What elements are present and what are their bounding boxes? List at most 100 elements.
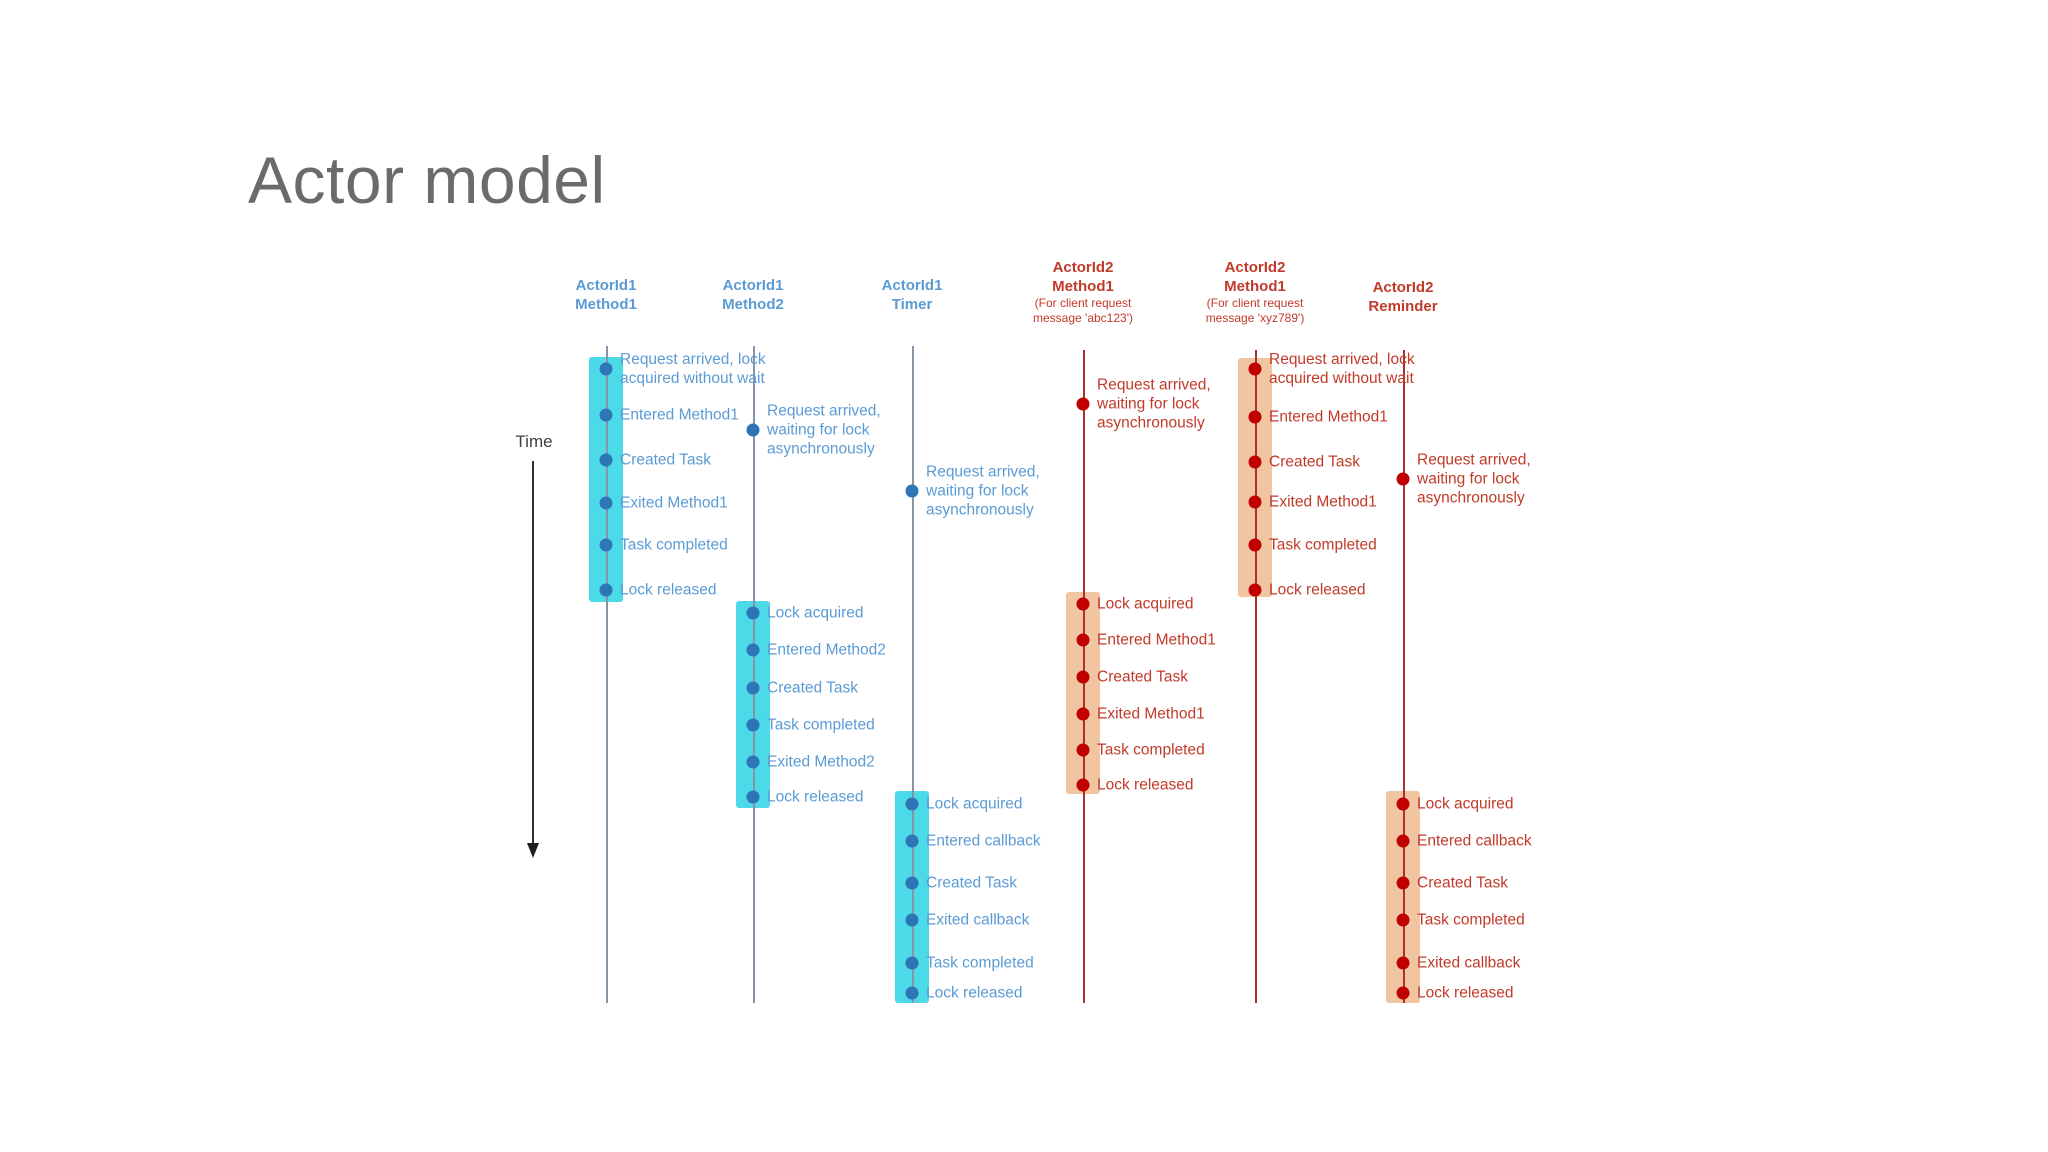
lifeline-actorid1-method1 (606, 346, 608, 1003)
event-dot (1248, 495, 1262, 509)
event-dot (1248, 455, 1262, 469)
lane-subtitle: message 'abc123') (1033, 311, 1133, 325)
event-dot (599, 362, 613, 376)
event-label: Entered callback (1417, 832, 1532, 850)
event-label: Task completed (1097, 741, 1205, 759)
event-label: Exited callback (1417, 954, 1521, 972)
page-title: Actor model (248, 143, 606, 217)
event-dot (1396, 986, 1410, 1000)
event-dot (599, 538, 613, 552)
lifeline-actorid1-timer (912, 346, 914, 1003)
lane-title: Method1 (1052, 278, 1114, 295)
event-dot (599, 408, 613, 422)
event-label: Exited Method2 (767, 753, 875, 771)
lane-subtitle: (For client request (1034, 296, 1132, 310)
event-label: Task completed (926, 954, 1034, 972)
lane-title: ActorId2 (1372, 279, 1434, 296)
event-dot (905, 956, 919, 970)
lifeline-actorid1-method2 (753, 346, 755, 1003)
event-label: Request arrived, waiting for lock asynch… (1097, 376, 1211, 432)
event-dot (905, 484, 919, 498)
event-dot (746, 606, 760, 620)
event-dot (1248, 538, 1262, 552)
time-axis-line (532, 461, 534, 845)
event-label: Created Task (926, 874, 1018, 892)
event-dot (1396, 876, 1410, 890)
event-dot (746, 681, 760, 695)
event-dot (1248, 410, 1262, 424)
event-dot (905, 876, 919, 890)
event-label: Created Task (767, 679, 859, 697)
event-dot (1396, 472, 1410, 486)
event-label: Entered Method1 (1269, 408, 1388, 426)
event-label: Task completed (620, 536, 728, 554)
event-label: Created Task (620, 451, 712, 469)
lane-title: Reminder (1368, 298, 1438, 315)
lane-title: ActorId1 (575, 277, 637, 294)
lane-subtitle: message 'xyz789') (1205, 311, 1305, 325)
event-label: Created Task (1417, 874, 1509, 892)
lane-title: ActorId2 (1224, 259, 1286, 276)
event-label: Lock acquired (1417, 795, 1514, 813)
event-label: Lock released (1417, 984, 1514, 1002)
event-label: Entered callback (926, 832, 1041, 850)
event-label: Lock released (620, 581, 717, 599)
event-dot (1076, 707, 1090, 721)
event-label: Exited Method1 (1269, 493, 1377, 511)
event-label: Exited Method1 (1097, 705, 1205, 723)
lane-title: ActorId1 (722, 277, 784, 294)
event-dot (1396, 834, 1410, 848)
event-label: Created Task (1097, 668, 1189, 686)
event-dot (1248, 583, 1262, 597)
event-dot (1076, 670, 1090, 684)
lane-title: Method1 (575, 296, 637, 313)
event-label: Task completed (767, 716, 875, 734)
down-arrow-icon (526, 843, 539, 858)
event-label: Lock acquired (926, 795, 1023, 813)
event-dot (1396, 797, 1410, 811)
event-label: Lock acquired (767, 604, 864, 622)
event-dot (1076, 397, 1090, 411)
lifeline-actorid2-method1-xyz789 (1255, 350, 1257, 1003)
event-dot (599, 583, 613, 597)
event-label: Task completed (1269, 536, 1377, 554)
event-label: Task completed (1417, 911, 1525, 929)
event-dot (1076, 743, 1090, 757)
event-label: Request arrived, lock acquired without w… (1269, 351, 1415, 387)
event-dot (905, 834, 919, 848)
event-dot (905, 797, 919, 811)
event-dot (1076, 778, 1090, 792)
event-label: Entered Method1 (1097, 631, 1216, 649)
lane-title: ActorId1 (881, 277, 943, 294)
event-dot (905, 986, 919, 1000)
event-dot (599, 496, 613, 510)
event-dot (746, 423, 760, 437)
event-dot (1248, 362, 1262, 376)
event-label: Created Task (1269, 453, 1361, 471)
event-dot (746, 755, 760, 769)
event-label: Lock released (926, 984, 1023, 1002)
event-label: Lock released (1269, 581, 1366, 599)
event-label: Exited callback (926, 911, 1030, 929)
lane-title: Method1 (1224, 278, 1286, 295)
event-label: Request arrived, waiting for lock asynch… (926, 463, 1040, 519)
event-label: Request arrived, lock acquired without w… (620, 351, 766, 387)
event-label: Request arrived, waiting for lock asynch… (1417, 451, 1531, 507)
event-label: Entered Method2 (767, 641, 886, 659)
event-dot (1076, 597, 1090, 611)
event-label: Entered Method1 (620, 406, 739, 424)
time-axis-label: Time (515, 432, 553, 451)
event-dot (905, 913, 919, 927)
event-dot (746, 790, 760, 804)
event-label: Lock acquired (1097, 595, 1194, 613)
lifeline-actorid2-reminder (1403, 350, 1405, 1003)
event-label: Request arrived, waiting for lock asynch… (767, 402, 881, 458)
event-dot (746, 643, 760, 657)
